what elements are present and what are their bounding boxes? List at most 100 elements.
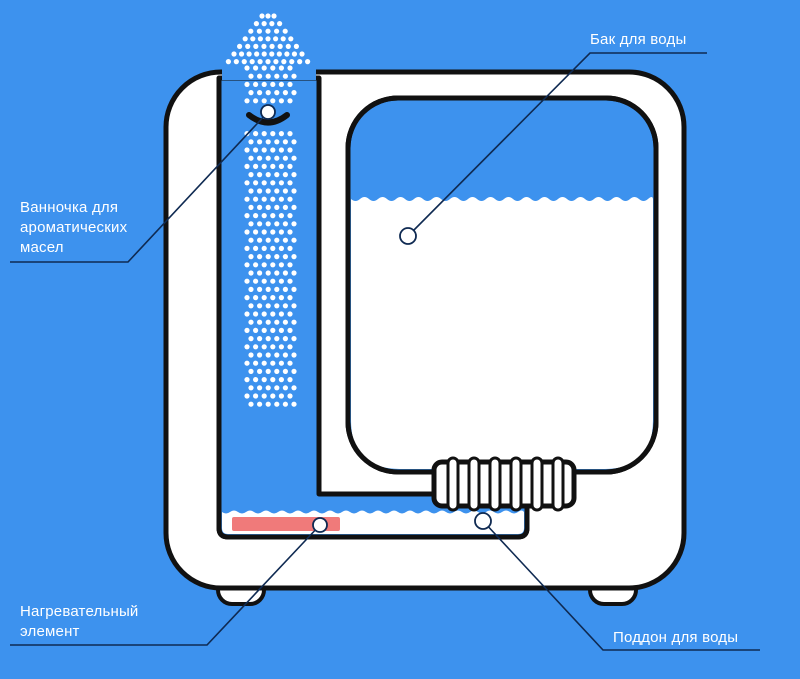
steam-dot <box>257 172 263 178</box>
steam-dot <box>253 229 259 235</box>
steam-dot <box>261 245 267 251</box>
steam-dot <box>261 147 267 153</box>
valve-rib <box>509 456 523 512</box>
valve-rib <box>530 456 544 512</box>
steam-dot <box>253 245 259 251</box>
steam-dot <box>270 180 276 186</box>
steam-dot <box>269 21 275 27</box>
steam-dot <box>291 303 297 309</box>
steam-dot <box>270 262 276 268</box>
steam-dot <box>287 245 293 251</box>
steam-dot <box>257 303 263 309</box>
steam-dot <box>287 278 293 284</box>
steam-dot <box>253 180 259 186</box>
steam-dot <box>265 28 271 34</box>
steam-dot <box>244 81 250 87</box>
steam-dot <box>248 385 254 391</box>
steam-dot <box>261 65 267 71</box>
steam-dot <box>287 393 293 399</box>
steam-dot <box>274 204 280 210</box>
steam-dot <box>245 43 251 50</box>
steam-dot <box>237 43 243 50</box>
steam-dot <box>257 221 263 227</box>
steam-dot <box>253 81 259 87</box>
valve-rib <box>551 456 565 512</box>
steam-dot <box>270 278 276 284</box>
steam-dot <box>244 229 250 235</box>
steam-dot <box>248 172 254 178</box>
steam-dot <box>287 65 293 71</box>
steam-dot <box>257 336 263 342</box>
steam-dot <box>261 81 267 87</box>
steam-dot <box>265 90 271 96</box>
steam-dot <box>278 196 284 202</box>
steam-dot <box>244 65 250 71</box>
steam-dot <box>280 36 286 42</box>
steam-dot <box>265 204 271 210</box>
steam-dot <box>248 303 254 309</box>
steam-dot <box>261 344 267 350</box>
steam-dot <box>287 81 293 87</box>
steam-dot <box>248 254 254 260</box>
steam-dot <box>261 21 267 27</box>
steam-dot <box>289 59 295 65</box>
steam-dot <box>282 319 288 325</box>
steam-dot <box>278 213 284 219</box>
steam-dot <box>269 43 275 50</box>
steam-dot <box>274 270 280 276</box>
steam-dot <box>274 352 280 358</box>
steam-dot <box>297 59 303 65</box>
steam-dot <box>270 344 276 350</box>
steam-dot <box>278 229 284 235</box>
steam-dot <box>270 245 276 251</box>
steam-dot <box>282 368 288 374</box>
steam-dot <box>248 319 254 325</box>
steam-dot <box>248 352 254 358</box>
steam-dot <box>278 377 284 383</box>
steam-dot <box>261 51 267 57</box>
steam-dot <box>244 196 250 202</box>
steam-dot <box>282 155 288 161</box>
steam-dot <box>291 270 297 276</box>
steam-dot <box>257 254 263 260</box>
steam-dot <box>248 368 254 374</box>
steam-dot <box>278 98 284 104</box>
steam-dot <box>253 163 259 169</box>
steam-dot <box>270 295 276 301</box>
steam-dot <box>248 221 254 227</box>
steam-dot <box>257 270 263 276</box>
steam-dot <box>291 352 297 358</box>
steam-dot <box>261 377 267 383</box>
steam-dot <box>265 73 271 79</box>
steam-dot <box>278 295 284 301</box>
steam-dot <box>261 213 267 219</box>
steam-dot <box>253 393 259 399</box>
steam-dot <box>282 28 288 34</box>
steam-dot <box>261 393 267 399</box>
steam-dot <box>282 139 288 145</box>
steam-dot <box>265 172 271 178</box>
steam-dot <box>287 213 293 219</box>
callout-lines <box>10 52 760 651</box>
steam-dot <box>261 43 267 50</box>
steam-dot <box>270 98 276 104</box>
callout-heater-anchor <box>312 517 328 533</box>
steam-dot <box>253 65 259 71</box>
steam-dot <box>257 352 263 358</box>
steam-dot <box>270 377 276 383</box>
steam-dot <box>253 278 259 284</box>
steam-dot <box>270 196 276 202</box>
steam-dot <box>278 311 284 317</box>
steam-dot <box>261 196 267 202</box>
steam-dot <box>287 163 293 169</box>
steam-dot <box>261 278 267 284</box>
steam-dot <box>282 385 288 391</box>
steam-dot <box>253 131 259 137</box>
steam-dot <box>291 368 297 374</box>
label-oil-tray-line3: масел <box>20 239 64 256</box>
label-oil-tray-line1: Ванночка для <box>20 199 119 216</box>
steam-dot <box>274 28 280 34</box>
steam-dot <box>244 360 250 366</box>
steam-dot <box>282 352 288 358</box>
steam-dot <box>278 344 284 350</box>
